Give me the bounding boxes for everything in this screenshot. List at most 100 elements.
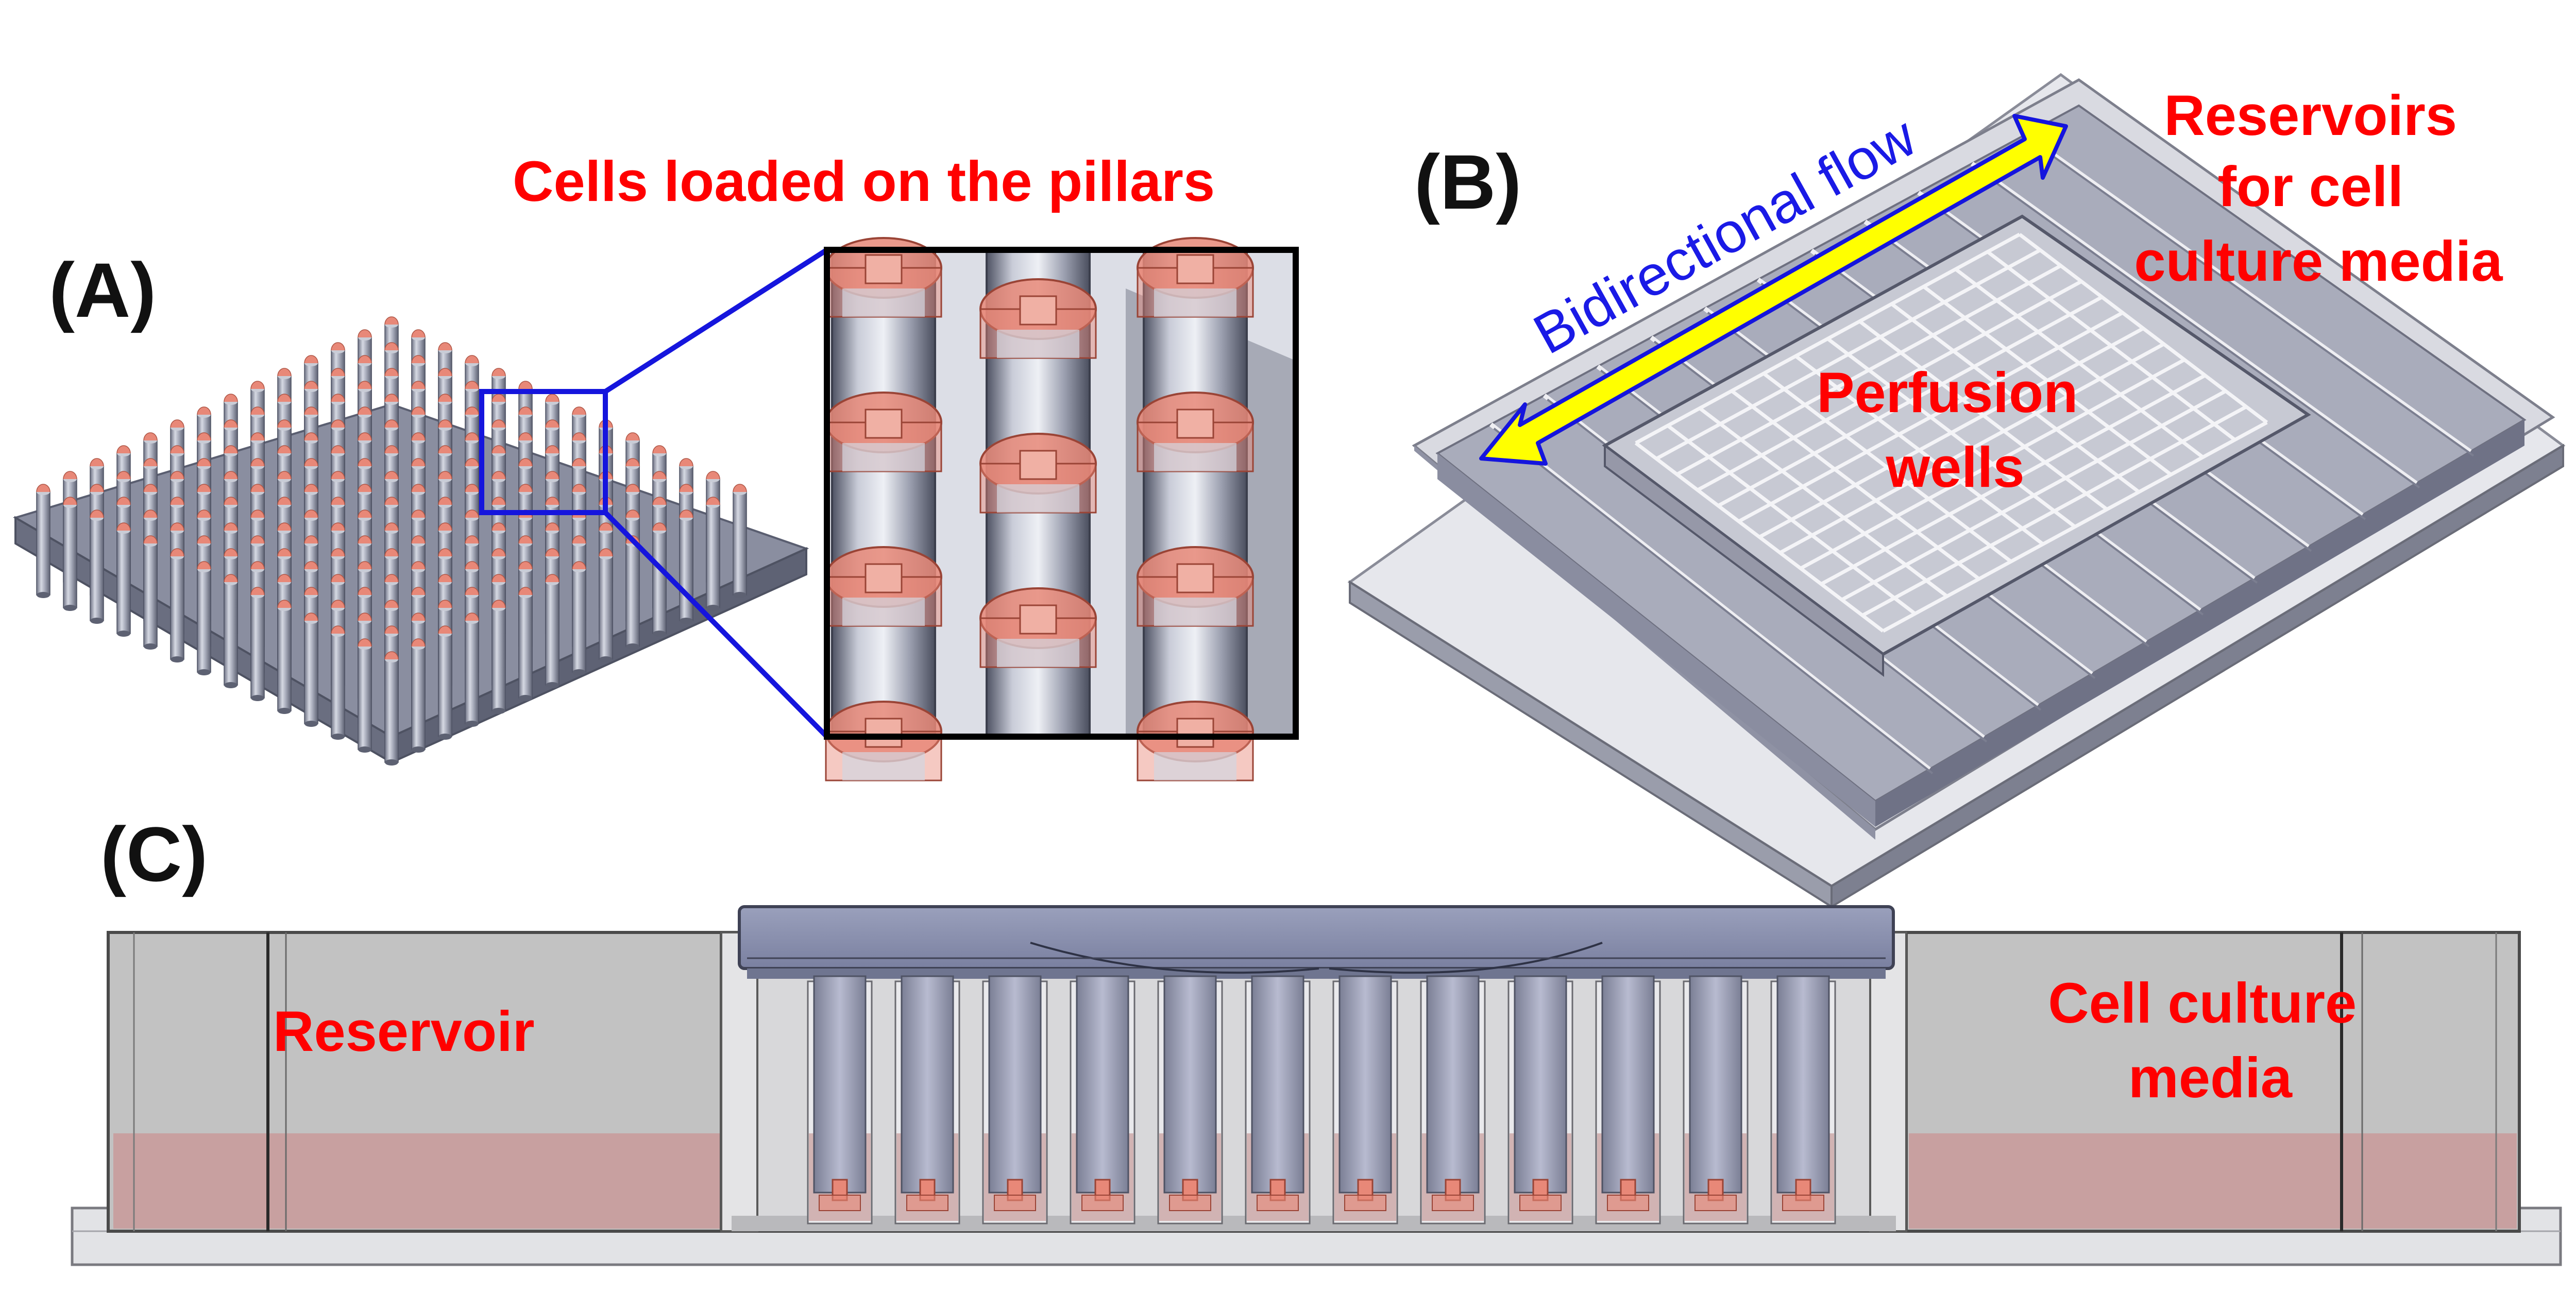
cell-spot bbox=[116, 471, 131, 480]
panel-a: (A) Cells loaded on the pillars bbox=[13, 150, 1299, 781]
cell-spot bbox=[143, 535, 158, 544]
pillar bbox=[1601, 975, 1655, 1211]
cell-spot bbox=[625, 458, 640, 467]
cell-spot bbox=[438, 419, 452, 428]
cell-spot bbox=[411, 587, 426, 596]
cell-spot bbox=[304, 587, 318, 596]
cell-spot bbox=[170, 548, 184, 557]
cell-spot bbox=[143, 432, 158, 441]
cell-spot bbox=[90, 458, 104, 467]
cell-spot bbox=[411, 458, 426, 467]
cell-spot bbox=[358, 329, 372, 338]
cell-spot bbox=[384, 419, 399, 428]
cell-spot bbox=[411, 484, 426, 492]
pillar bbox=[988, 975, 1042, 1211]
cell-spot bbox=[224, 445, 238, 454]
cell-spot bbox=[277, 522, 292, 531]
cell-spot bbox=[384, 497, 399, 505]
cell-spot bbox=[197, 509, 211, 518]
cell-spot bbox=[545, 574, 560, 583]
cell-spot bbox=[384, 368, 399, 377]
double-headed-arrow-icon bbox=[1479, 114, 2068, 466]
cell-spot bbox=[250, 535, 265, 544]
pillar bbox=[358, 638, 372, 753]
cell-spot bbox=[331, 548, 345, 557]
cell-spot bbox=[331, 445, 345, 454]
cell-spot bbox=[384, 471, 399, 480]
cell-spot bbox=[572, 406, 586, 415]
cell-spot bbox=[197, 432, 211, 441]
panel-c: (C) bbox=[71, 811, 2562, 1266]
cell-spot bbox=[358, 535, 372, 544]
pillar bbox=[813, 975, 867, 1211]
cell-spot bbox=[197, 406, 211, 415]
callout-line-bottom bbox=[603, 511, 829, 739]
cell-spot bbox=[277, 497, 292, 505]
cell-spot bbox=[358, 355, 372, 364]
cell-spot bbox=[599, 548, 613, 557]
pillar bbox=[1338, 975, 1392, 1211]
cross-section-pillars bbox=[813, 975, 1830, 1211]
pillar bbox=[492, 600, 506, 714]
cell-spot bbox=[143, 484, 158, 492]
cell-spot bbox=[492, 600, 506, 608]
cell-cup bbox=[979, 278, 1097, 359]
cell-spot bbox=[438, 600, 452, 608]
cell-cup bbox=[825, 392, 942, 472]
cell-spot bbox=[331, 394, 345, 402]
cell-spot bbox=[518, 458, 533, 467]
pillar bbox=[545, 574, 560, 688]
cell-spot bbox=[438, 342, 452, 351]
cell-spot bbox=[331, 625, 345, 634]
pillar bbox=[277, 600, 292, 714]
cell-spot bbox=[116, 522, 131, 531]
cell-spot bbox=[384, 548, 399, 557]
pillar bbox=[331, 625, 345, 740]
cell-spot bbox=[465, 458, 479, 467]
cell-spot bbox=[250, 458, 265, 467]
cell-spot bbox=[170, 471, 184, 480]
cell-spot bbox=[170, 522, 184, 531]
cell-spot bbox=[438, 574, 452, 583]
cell-spot bbox=[652, 471, 667, 480]
pillar bbox=[438, 625, 452, 740]
cell-spot bbox=[411, 432, 426, 441]
cell-spot bbox=[465, 381, 479, 389]
cell-spot bbox=[572, 535, 586, 544]
cell-spot bbox=[625, 484, 640, 492]
cell-spot bbox=[304, 509, 318, 518]
cell-spot bbox=[224, 548, 238, 557]
cell-spot bbox=[170, 445, 184, 454]
cell-spot bbox=[170, 497, 184, 505]
cell-spot bbox=[304, 432, 318, 441]
cell-spot bbox=[518, 535, 533, 544]
cell-spot bbox=[250, 432, 265, 441]
cell-spot bbox=[438, 625, 452, 634]
pillar bbox=[625, 535, 640, 650]
cell-spot bbox=[518, 432, 533, 441]
pillar bbox=[224, 574, 238, 688]
cell-spot bbox=[358, 561, 372, 570]
cell-spot bbox=[518, 587, 533, 596]
cell-spot bbox=[331, 574, 345, 583]
cell-spot bbox=[733, 484, 747, 492]
cell-spot bbox=[411, 509, 426, 518]
cell-spot bbox=[384, 394, 399, 402]
cell-spot bbox=[358, 638, 372, 647]
cell-spot bbox=[143, 458, 158, 467]
cell-spot bbox=[465, 587, 479, 596]
cell-spot bbox=[679, 509, 693, 518]
pillar bbox=[384, 651, 399, 766]
channel-divider bbox=[1489, 422, 1931, 771]
cell-spot bbox=[331, 419, 345, 428]
cell-spot bbox=[599, 522, 613, 531]
cell-spot bbox=[492, 419, 506, 428]
channel-divider bbox=[1970, 161, 2418, 485]
cell-spot bbox=[116, 497, 131, 505]
cell-spot bbox=[465, 561, 479, 570]
cell-cup bbox=[1137, 701, 1254, 781]
pillar bbox=[679, 509, 693, 624]
cell-spot bbox=[331, 471, 345, 480]
cell-spot bbox=[492, 522, 506, 531]
cell-spot bbox=[304, 381, 318, 389]
